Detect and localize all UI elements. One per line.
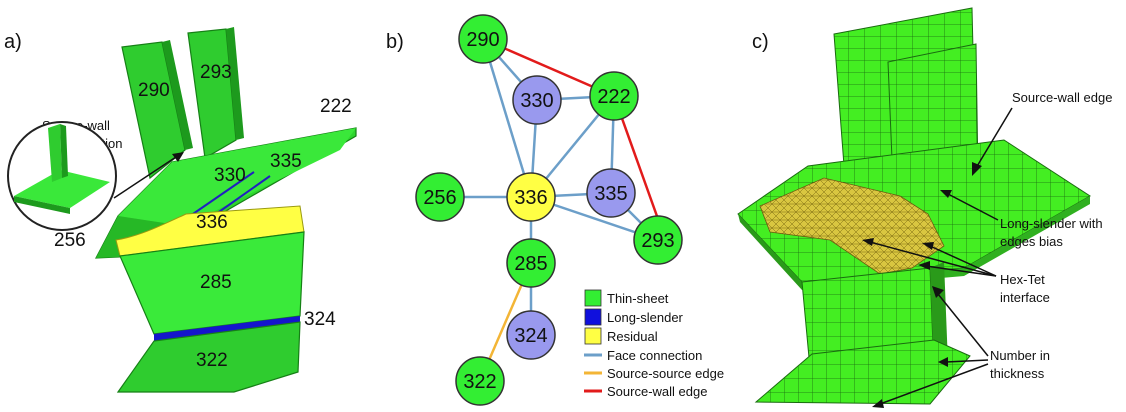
panel-a-tag: a) <box>4 31 22 53</box>
node-285 <box>506 238 556 288</box>
mesh-bottom-flange <box>754 339 971 405</box>
node-label-324: 324 <box>514 325 547 347</box>
annotation-hex-tet-2: interface <box>1000 290 1050 305</box>
annotation-hex-tet-1: Hex-Tet <box>1000 272 1045 287</box>
label-324: 324 <box>304 309 336 330</box>
node-256 <box>415 172 465 222</box>
panel-c-tag: c) <box>752 31 769 53</box>
label-335: 335 <box>270 151 302 172</box>
node-222 <box>589 71 639 121</box>
legend-label-source-source: Source-source edge <box>607 366 724 381</box>
label-330: 330 <box>214 165 246 186</box>
legend: Thin-sheet Long-slender Residual Face co… <box>584 289 724 399</box>
label-293: 293 <box>200 62 232 83</box>
flange-322 <box>116 321 301 393</box>
edge-335 <box>215 175 271 215</box>
callout-circle <box>7 121 117 231</box>
legend-swatch-thin <box>584 289 602 307</box>
node-290 <box>458 14 508 64</box>
legend-label-face: Face connection <box>607 348 702 363</box>
legend-swatch-residual <box>584 327 602 345</box>
fillet-336 <box>115 205 305 257</box>
legend-label-thin: Thin-sheet <box>607 291 669 306</box>
label-336: 336 <box>196 212 228 233</box>
annotation-source-wall: Source-wall edge <box>1012 90 1112 105</box>
legend-label-residual: Residual <box>607 329 658 344</box>
label-285: 285 <box>200 272 232 293</box>
panel-c: c) Source-wall edge Long-slender with ed… <box>737 7 1112 408</box>
label-322: 322 <box>196 350 228 371</box>
node-label-322: 322 <box>463 371 496 393</box>
panel-b-tag: b) <box>386 31 404 53</box>
node-label-222: 222 <box>597 86 630 108</box>
node-label-330: 330 <box>520 90 553 112</box>
edge-330 <box>189 171 255 217</box>
node-label-256: 256 <box>423 187 456 209</box>
node-label-335: 335 <box>594 183 627 205</box>
node-label-290: 290 <box>466 29 499 51</box>
node-label-293: 293 <box>641 230 674 252</box>
label-290: 290 <box>138 80 170 101</box>
annotation-thickness-2: thickness <box>990 366 1045 381</box>
label-256: 256 <box>54 230 86 251</box>
annotation-long-slender-2: edges bias <box>1000 234 1063 249</box>
node-336 <box>506 172 556 222</box>
node-335 <box>586 168 636 218</box>
node-324 <box>506 310 556 360</box>
legend-label-slender: Long-slender <box>607 310 684 325</box>
node-293 <box>633 215 683 265</box>
annotation-long-slender-1: Long-slender with <box>1000 216 1103 231</box>
annotation-thickness-1: Number in <box>990 348 1050 363</box>
label-222: 222 <box>320 96 352 117</box>
node-label-336: 336 <box>514 187 547 209</box>
node-label-285: 285 <box>514 253 547 275</box>
callout-arrow <box>113 156 177 199</box>
graph-nodes <box>415 14 683 406</box>
legend-swatch-slender <box>584 308 602 326</box>
legend-label-source-wall: Source-wall edge <box>607 384 707 399</box>
node-330 <box>512 75 562 125</box>
edge-290-336 <box>481 38 533 198</box>
node-322 <box>455 356 505 406</box>
panel-b: b) <box>386 14 724 406</box>
panel-a: a) 290 293 222 330 335 336 256 285 324 3… <box>4 27 357 393</box>
slender-324 <box>154 316 300 341</box>
